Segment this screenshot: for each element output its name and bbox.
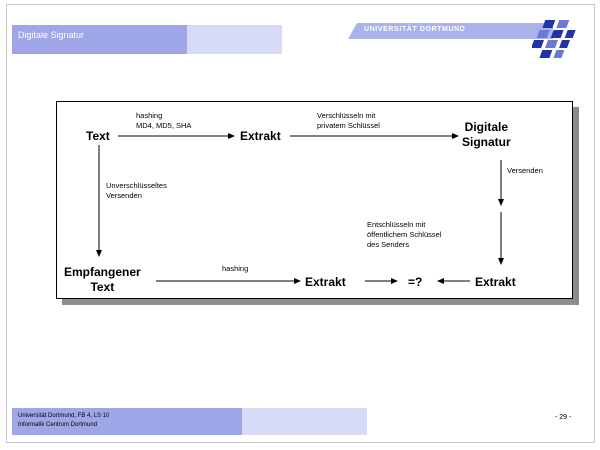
node-empfangener-text: Empfangener Text <box>64 265 141 295</box>
label-hashing-top: hashing MD4, MD5, SHA <box>136 111 191 131</box>
label-encrypt-line2: privatem Schlüssel <box>317 121 380 130</box>
node-empfangener-line1: Empfangener <box>64 265 141 279</box>
node-text: Text <box>86 129 110 143</box>
label-decrypt: Entschlüsseln mit öffentlichem Schlüssel… <box>367 220 441 250</box>
university-logo-icon <box>532 20 576 58</box>
label-encrypt-line1: Verschlüsseln mit <box>317 111 376 120</box>
node-digitale-signatur-line2: Signatur <box>462 135 511 149</box>
label-versenden: Versenden <box>507 166 543 175</box>
header-band-dark <box>12 25 187 54</box>
node-digitale-signatur-line1: Digitale <box>464 120 508 134</box>
slide-title: Digitale Signatur <box>18 30 85 40</box>
label-decrypt-line2: öffentlichem Schlüssel <box>367 230 442 239</box>
node-extrakt-bottom-mid: Extrakt <box>305 275 346 289</box>
label-unencrypted-line1: Unverschlüsseltes <box>106 181 167 190</box>
label-hashing-top-line1: hashing <box>136 111 163 120</box>
node-compare: =? <box>408 275 423 289</box>
diagram-box <box>56 101 573 299</box>
label-decrypt-line3: des Senders <box>367 240 410 249</box>
label-hashing-top-line2: MD4, MD5, SHA <box>136 121 192 130</box>
label-hashing-bottom: hashing <box>222 264 249 273</box>
slide-frame <box>6 4 595 443</box>
node-extrakt-top: Extrakt <box>240 129 281 143</box>
page-number: - 29 - <box>555 414 572 421</box>
footer-band-light <box>242 408 367 435</box>
header-band: Digitale Signatur <box>12 25 282 54</box>
label-unencrypted-line2: Versenden <box>106 191 142 200</box>
label-encrypt: Verschlüsseln mit privatem Schlüssel <box>317 111 380 131</box>
footer-band: Universität Dortmund, FB 4, LS 10 Inform… <box>12 408 592 435</box>
university-name: UNIVERSITÄT DORTMUND <box>364 26 466 33</box>
footer-band-dark <box>12 408 242 435</box>
header-band-light <box>187 25 282 54</box>
university-band <box>348 23 553 39</box>
label-unencrypted: Unverschlüsseltes Versenden <box>106 181 167 201</box>
node-empfangener-line2: Text <box>90 280 115 294</box>
node-digitale-signatur: Digitale Signatur <box>462 120 511 150</box>
label-decrypt-line1: Entschlüsseln mit <box>367 220 426 229</box>
node-extrakt-bottom-right: Extrakt <box>475 275 516 289</box>
footer-line1: Universität Dortmund, FB 4, LS 10 <box>18 413 110 419</box>
footer-line2: Informatik Centrum Dortmund <box>18 422 98 428</box>
